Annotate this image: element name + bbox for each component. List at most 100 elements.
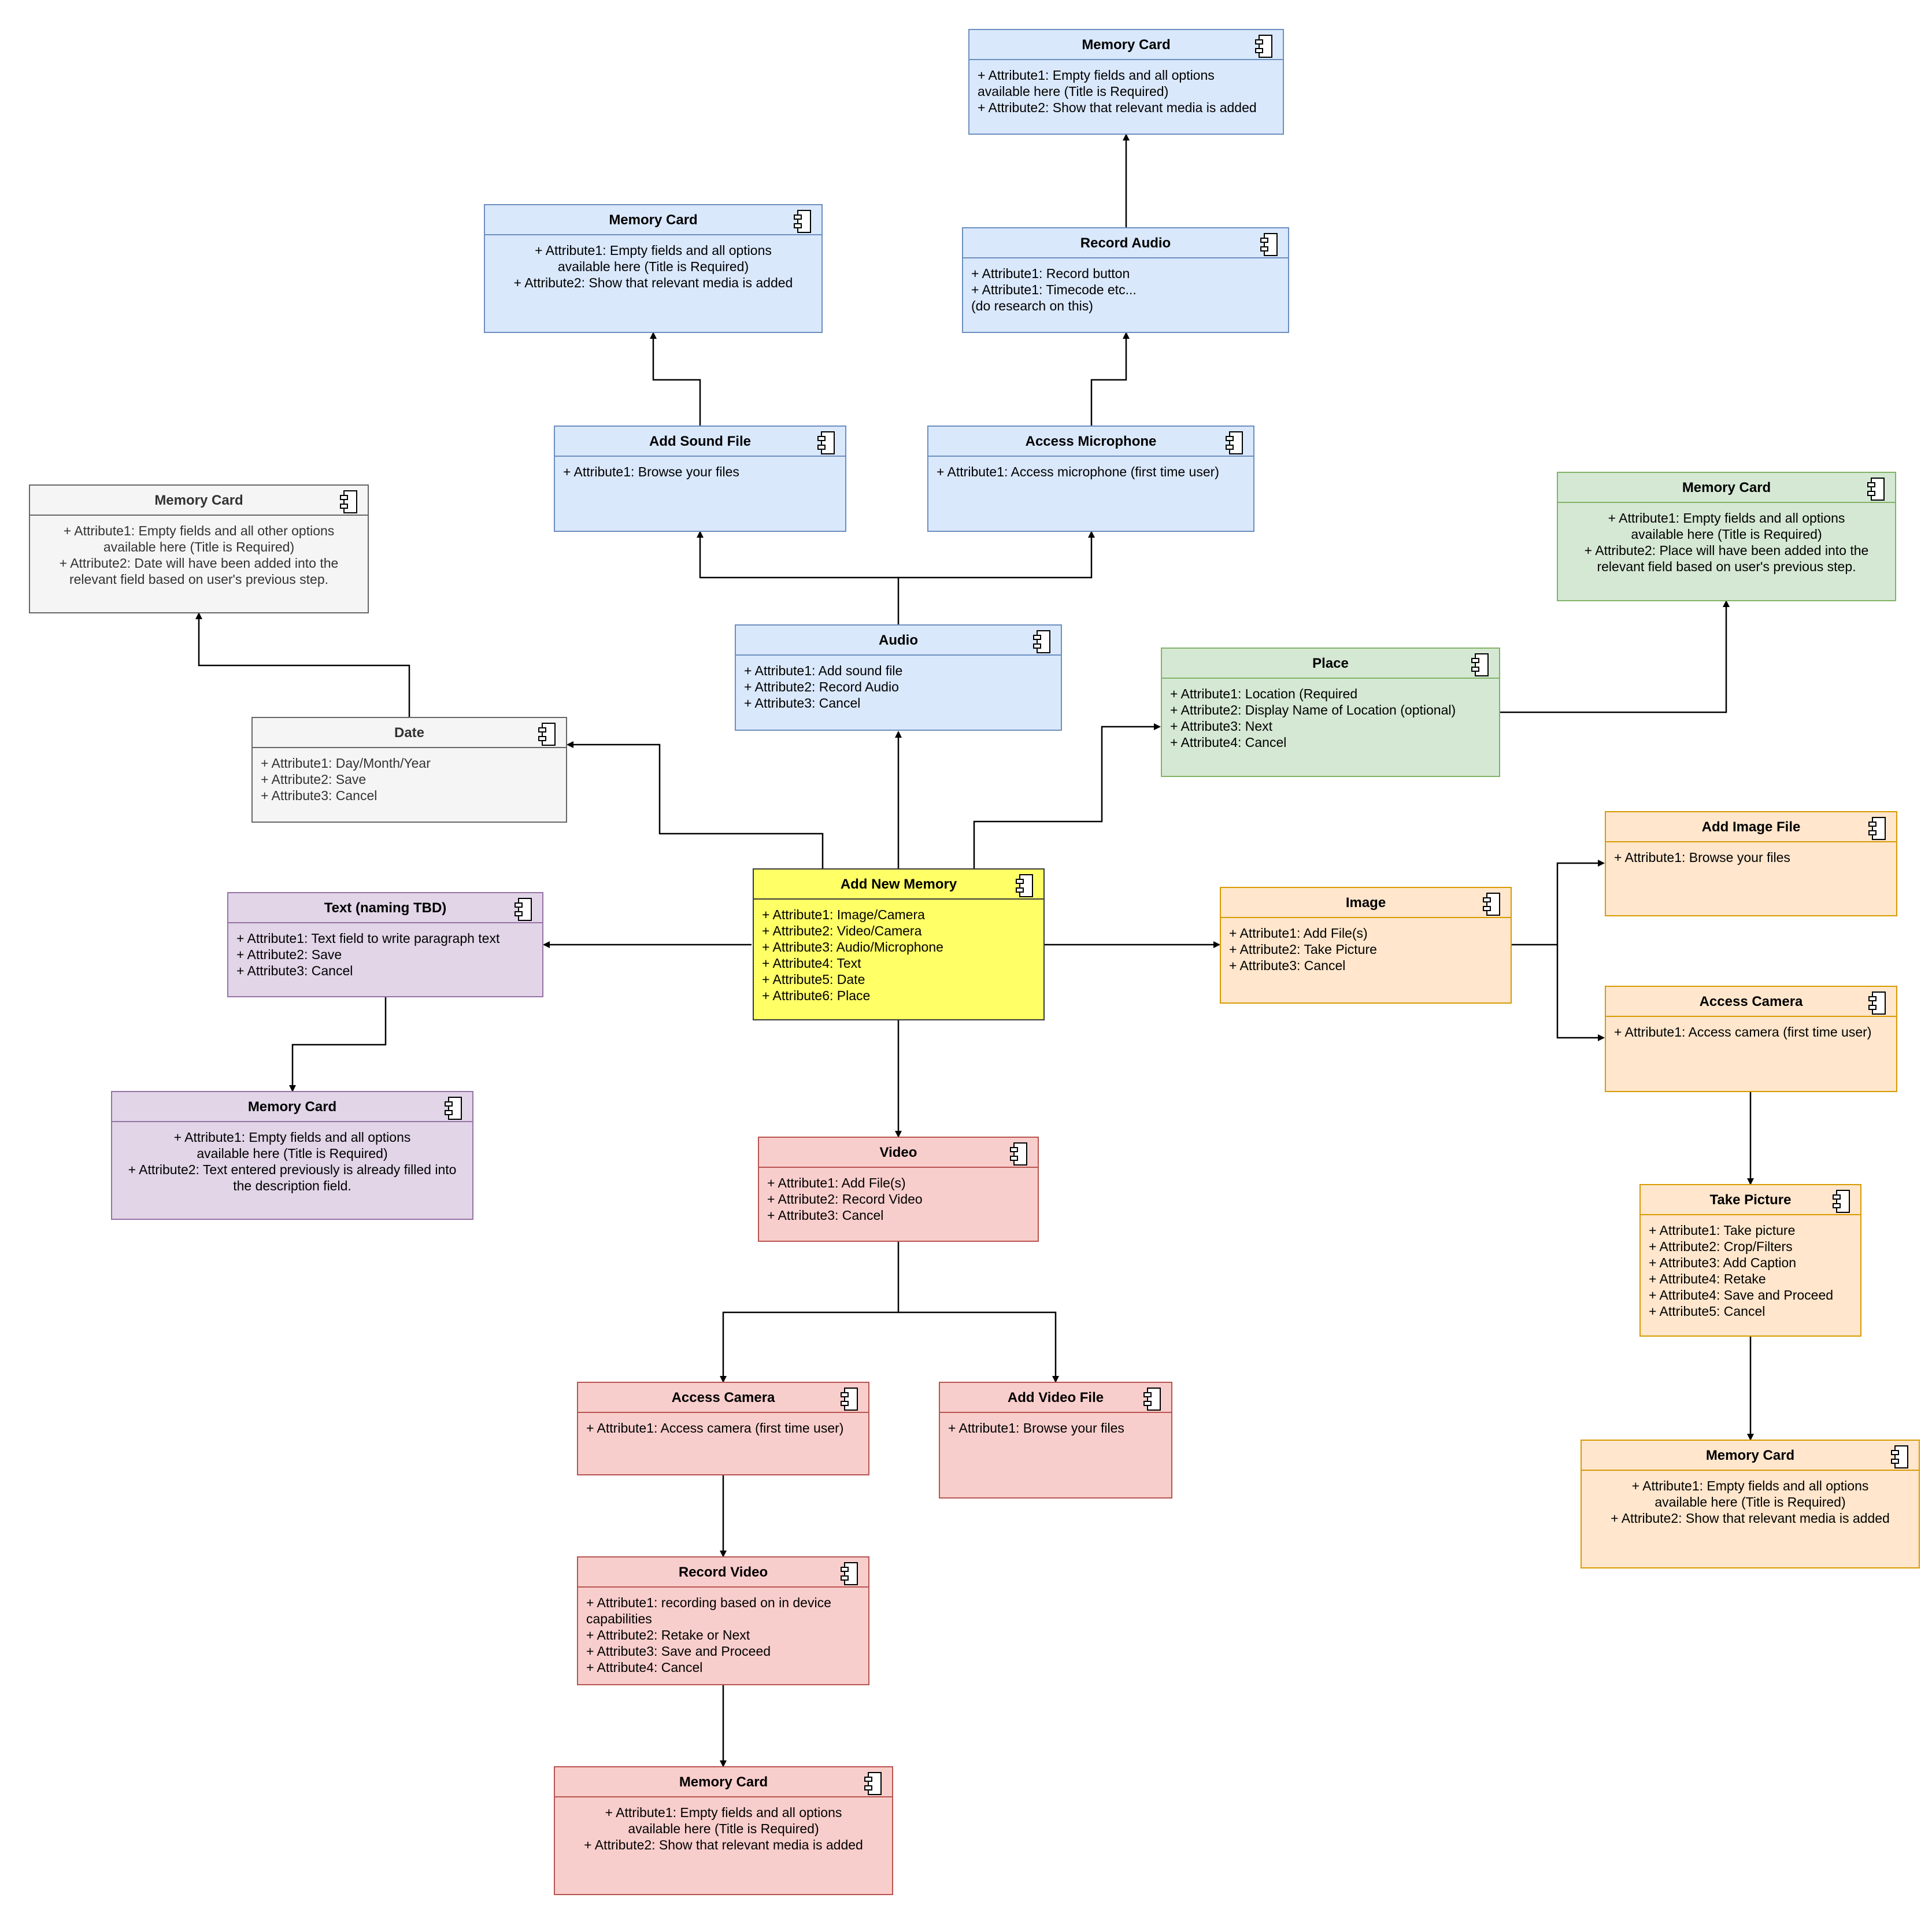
box-attributes: + Attribute1: Empty fields and all optio… xyxy=(1582,1471,1919,1526)
box-title: Take Picture xyxy=(1641,1185,1860,1215)
uml-component-icon xyxy=(1016,874,1033,897)
uml-component-icon xyxy=(515,898,532,921)
uml-component-icon xyxy=(538,723,556,746)
box-title: Text (naming TBD) xyxy=(228,893,542,923)
access-camera-video-box[interactable]: Access Camera+ Attribute1: Access camera… xyxy=(577,1382,869,1475)
uml-component-icon xyxy=(794,210,811,233)
edge-soundfile-card xyxy=(650,332,701,426)
record-audio-box[interactable]: Record Audio+ Attribute1: Record button+… xyxy=(962,227,1289,333)
box-attributes: + Attribute1: Add File(s)+ Attribute2: R… xyxy=(759,1168,1038,1223)
box-attributes: + Attribute1: Empty fields and all optio… xyxy=(1558,503,1895,575)
date-box[interactable]: Date+ Attribute1: Day/Month/Year+ Attrib… xyxy=(251,717,567,823)
box-attributes: + Attribute1: Access camera (first time … xyxy=(1606,1017,1896,1040)
box-title: Memory Card xyxy=(1582,1441,1919,1471)
uml-component-icon xyxy=(1483,893,1500,916)
uml-component-icon xyxy=(1255,35,1272,58)
attribute-line: + Attribute2: Take Picture xyxy=(1229,942,1377,957)
attribute-line: + Attribute1: Empty fields and all optio… xyxy=(978,68,1215,83)
attribute-line: + Attribute4: Cancel xyxy=(586,1660,703,1675)
attribute-line: + Attribute1: Access camera (first time … xyxy=(1614,1024,1872,1039)
box-attributes: + Attribute1: Add sound file+ Attribute2… xyxy=(736,656,1061,711)
box-title: Video xyxy=(759,1138,1038,1168)
attribute-line: + Attribute4: Text xyxy=(762,956,861,971)
take-picture-box[interactable]: Take Picture+ Attribute1: Take picture+ … xyxy=(1639,1184,1861,1337)
box-attributes: + Attribute1: Image/Camera+ Attribute2: … xyxy=(754,900,1043,1004)
uml-component-icon xyxy=(1260,233,1278,256)
attribute-line: + Attribute1: Empty fields and all optio… xyxy=(605,1805,842,1820)
add-video-file-box[interactable]: Add Video File + Attribute1: Browse your … xyxy=(939,1382,1172,1499)
add-sound-file-box[interactable]: Add Sound File+ Attribute1: Browse your … xyxy=(554,426,846,532)
memory-card-date[interactable]: Memory Card+ Attribute1: Empty fields an… xyxy=(29,484,369,613)
attribute-line: + Attribute5: Date xyxy=(762,972,865,987)
attribute-line: + Attribute4: Retake xyxy=(1649,1271,1766,1286)
edge-image-camera xyxy=(1556,945,1605,1041)
add-image-file-box[interactable]: Add Image File + Attribute1: Browse your … xyxy=(1605,811,1897,916)
uml-component-icon xyxy=(1033,630,1050,653)
attribute-line: + Attribute1: Browse your files xyxy=(1614,850,1790,865)
attribute-line: available here (Title is Required) xyxy=(103,539,295,554)
uml-component-icon xyxy=(1867,478,1885,501)
video-box[interactable]: Video+ Attribute1: Add File(s)+ Attribut… xyxy=(758,1137,1039,1242)
attribute-line: available here (Title is Required) xyxy=(628,1821,819,1836)
attribute-line: + Attribute1: Browse your files xyxy=(948,1420,1124,1436)
access-camera-image-box[interactable]: Access Camera+ Attribute1: Access camera… xyxy=(1605,986,1897,1092)
attribute-line: + Attribute3: Cancel xyxy=(236,963,353,978)
record-video-box[interactable]: Record Video+ Attribute1: recording base… xyxy=(577,1556,869,1685)
access-microphone-box[interactable]: Access Microphone+ Attribute1: Access mi… xyxy=(927,426,1254,532)
memory-card-audio-file[interactable]: Memory Card + Attribute1: Empty fields an… xyxy=(484,204,823,333)
edge-text-card xyxy=(289,997,387,1092)
box-title: Memory Card xyxy=(112,1092,472,1122)
attribute-line: + Attribute1: Add File(s) xyxy=(1229,926,1368,941)
box-title: Image xyxy=(1221,888,1511,918)
box-title: Add New Memory xyxy=(754,870,1043,900)
box-title: Place xyxy=(1162,649,1499,679)
attribute-line: + Attribute2: Display Name of Location (… xyxy=(1170,702,1456,717)
memory-card-audio-record[interactable]: Memory Card+ Attribute1: Empty fields an… xyxy=(968,29,1284,135)
box-attributes: + Attribute1: Empty fields and all optio… xyxy=(112,1122,472,1194)
box-attributes: + Attribute1: Access camera (first time … xyxy=(578,1413,868,1436)
attribute-line: + Attribute2: Place will have been added… xyxy=(1584,543,1869,558)
attribute-line: available here (Title is Required) xyxy=(557,259,749,274)
attribute-line: + Attribute3: Next xyxy=(1170,719,1273,734)
box-title: Memory Card xyxy=(485,205,821,235)
box-title: Record Audio xyxy=(963,228,1288,258)
edge-video-addfile xyxy=(898,1311,1059,1383)
attribute-line: + Attribute2: Show that relevant media i… xyxy=(584,1837,863,1852)
attribute-line: + Attribute2: Show that relevant media i… xyxy=(513,275,793,290)
uml-component-icon xyxy=(841,1388,858,1411)
box-attributes: + Attribute1: Browse your files xyxy=(555,457,845,480)
attribute-line: + Attribute2: Retake or Next xyxy=(586,1627,750,1642)
image-box[interactable]: Image + Attribute1: Add File(s)+ Attribut… xyxy=(1220,887,1512,1004)
uml-component-icon xyxy=(817,431,835,454)
text-box[interactable]: Text (naming TBD)+ Attribute1: Text fiel… xyxy=(227,892,543,997)
uml-component-icon xyxy=(1891,1445,1908,1468)
attribute-line: + Attribute1: Access microphone (first t… xyxy=(937,464,1219,479)
place-box[interactable]: Place+ Attribute1: Location (Required+ A… xyxy=(1161,648,1500,777)
attribute-line: + Attribute5: Cancel xyxy=(1649,1304,1766,1319)
audio-box[interactable]: Audio+ Attribute1: Add sound file+ Attri… xyxy=(735,624,1062,731)
memory-card-video[interactable]: Memory Card+ Attribute1: Empty fields an… xyxy=(554,1766,893,1895)
attribute-line: + Attribute1: Empty fields and all optio… xyxy=(1608,510,1845,526)
attribute-line: capabilities xyxy=(586,1611,652,1626)
attribute-line: + Attribute2: Date will have been added … xyxy=(59,556,339,571)
uml-component-icon xyxy=(841,1562,858,1585)
attribute-line: + Attribute1: Empty fields and all optio… xyxy=(173,1130,411,1145)
attribute-line: available here (Title is Required) xyxy=(1631,527,1822,542)
uml-component-icon xyxy=(1010,1142,1027,1166)
box-title: Record Video xyxy=(578,1557,868,1588)
box-attributes: + Attribute1: Location (Required+ Attrib… xyxy=(1162,679,1499,750)
attribute-line: available here (Title is Required) xyxy=(1655,1494,1846,1510)
box-title: Add Image File xyxy=(1606,812,1896,842)
memory-card-text[interactable]: Memory Card + Attribute1: Empty fields an… xyxy=(111,1091,473,1220)
memory-card-place[interactable]: Memory Card+ Attribute1: Empty fields an… xyxy=(1557,472,1896,601)
attribute-line: relevant field based on user's previous … xyxy=(69,572,329,587)
add-new-memory-box[interactable]: Add New Memory+ Attribute1: Image/Camera… xyxy=(753,868,1045,1020)
box-attributes: + Attribute1: Browse your files xyxy=(1606,842,1896,865)
edge-memory-date xyxy=(567,741,824,868)
attribute-line: + Attribute1: Empty fields and all optio… xyxy=(535,243,772,258)
box-title: Memory Card xyxy=(30,486,368,516)
memory-card-image[interactable]: Memory Card+ Attribute1: Empty fields an… xyxy=(1581,1440,1920,1568)
edge-image-addfile xyxy=(1511,860,1605,946)
box-title: Add Video File xyxy=(940,1383,1171,1413)
box-title: Date xyxy=(253,718,566,748)
